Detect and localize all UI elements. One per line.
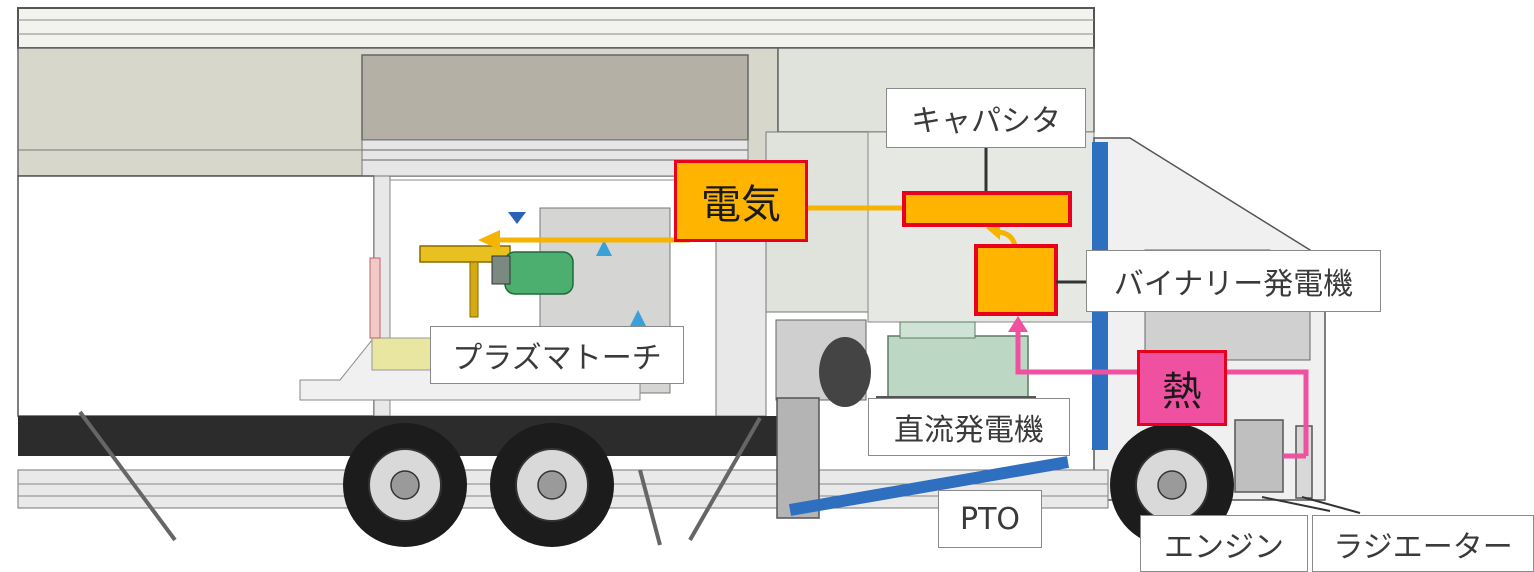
wheels xyxy=(343,423,1234,547)
radiator-leader xyxy=(1301,496,1361,514)
truck-roof xyxy=(17,7,1095,177)
engine-leader xyxy=(1261,496,1331,512)
radiator-label: ラジエーター xyxy=(1312,515,1534,572)
heat-label: 熱 xyxy=(1137,350,1227,426)
electricity-label: 電気 xyxy=(674,160,808,242)
heat-arrowhead xyxy=(1008,316,1028,332)
plasma-torch-label: プラズマトーチ xyxy=(430,326,684,384)
capacitor-box xyxy=(902,191,1072,227)
dc-generator-machine xyxy=(775,319,1036,408)
pto-shaft xyxy=(788,456,1070,516)
torch-device xyxy=(419,212,646,326)
chassis xyxy=(17,397,1109,546)
binary-generator-label: バイナリー発電機 xyxy=(1086,250,1381,312)
pto-label: PTO xyxy=(938,490,1042,548)
binary-generator-box xyxy=(974,244,1058,316)
capacitor-label: キャパシタ xyxy=(886,88,1086,148)
dc-generator-label: 直流発電機 xyxy=(868,398,1070,456)
engine-label: エンジン xyxy=(1140,515,1308,572)
electric-arrowhead xyxy=(478,230,500,250)
